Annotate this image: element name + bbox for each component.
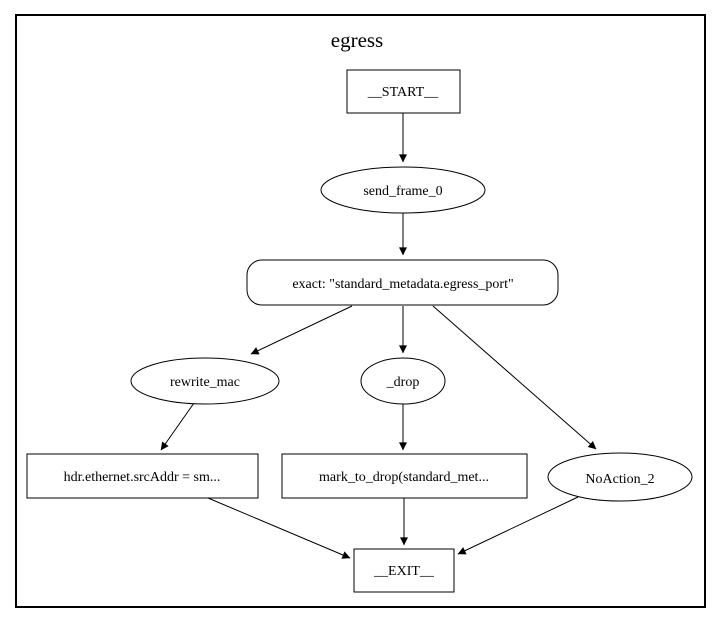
edge-table-to-noaction xyxy=(432,305,597,450)
exit-node-label: __EXIT__ xyxy=(373,564,435,579)
exact-table-node-label: exact: "standard_metadata.egress_port" xyxy=(292,277,513,292)
edge-rewrite-mac-to-assign xyxy=(160,402,195,451)
node-drop: _drop xyxy=(360,357,446,405)
rewrite-mac-node-ellipse xyxy=(130,357,280,405)
exact-table-node-box xyxy=(246,259,559,306)
mark-to-drop-node-label: mark_to_drop(standard_met... xyxy=(319,470,489,485)
rewrite-mac-node-label: rewrite_mac xyxy=(170,375,240,390)
node-exact-table: exact: "standard_metadata.egress_port" xyxy=(246,259,559,306)
node-start: __START__ xyxy=(346,69,461,114)
mark-to-drop-node-box xyxy=(281,453,528,499)
drop-node-ellipse xyxy=(360,357,446,405)
send-frame-node-ellipse xyxy=(320,166,486,214)
start-node-label: __START__ xyxy=(367,85,439,100)
node-noaction-2: NoAction_2 xyxy=(547,452,693,502)
node-exit: __EXIT__ xyxy=(353,548,455,593)
diagram-title: egress xyxy=(331,28,383,52)
edge-table-to-rewrite-mac xyxy=(250,305,353,355)
node-mark-to-drop: mark_to_drop(standard_met... xyxy=(281,453,528,499)
send-frame-node-label: send_frame_0 xyxy=(363,184,442,199)
node-rewrite-mac: rewrite_mac xyxy=(130,357,280,405)
diagram-border xyxy=(15,14,706,608)
exit-node-box xyxy=(353,548,455,593)
edge-assign-to-exit xyxy=(207,497,351,559)
node-assign-srcaddr: hdr.ethernet.srcAddr = sm... xyxy=(26,453,259,499)
drop-node-label: _drop xyxy=(386,375,420,390)
noaction-node-ellipse xyxy=(547,452,693,502)
start-node-box xyxy=(346,69,461,114)
noaction-node-label: NoAction_2 xyxy=(585,472,654,487)
edge-noaction-to-exit xyxy=(457,496,579,555)
assign-srcaddr-node-box xyxy=(26,453,259,499)
node-send-frame-0: send_frame_0 xyxy=(320,166,486,214)
assign-srcaddr-node-label: hdr.ethernet.srcAddr = sm... xyxy=(64,470,221,485)
